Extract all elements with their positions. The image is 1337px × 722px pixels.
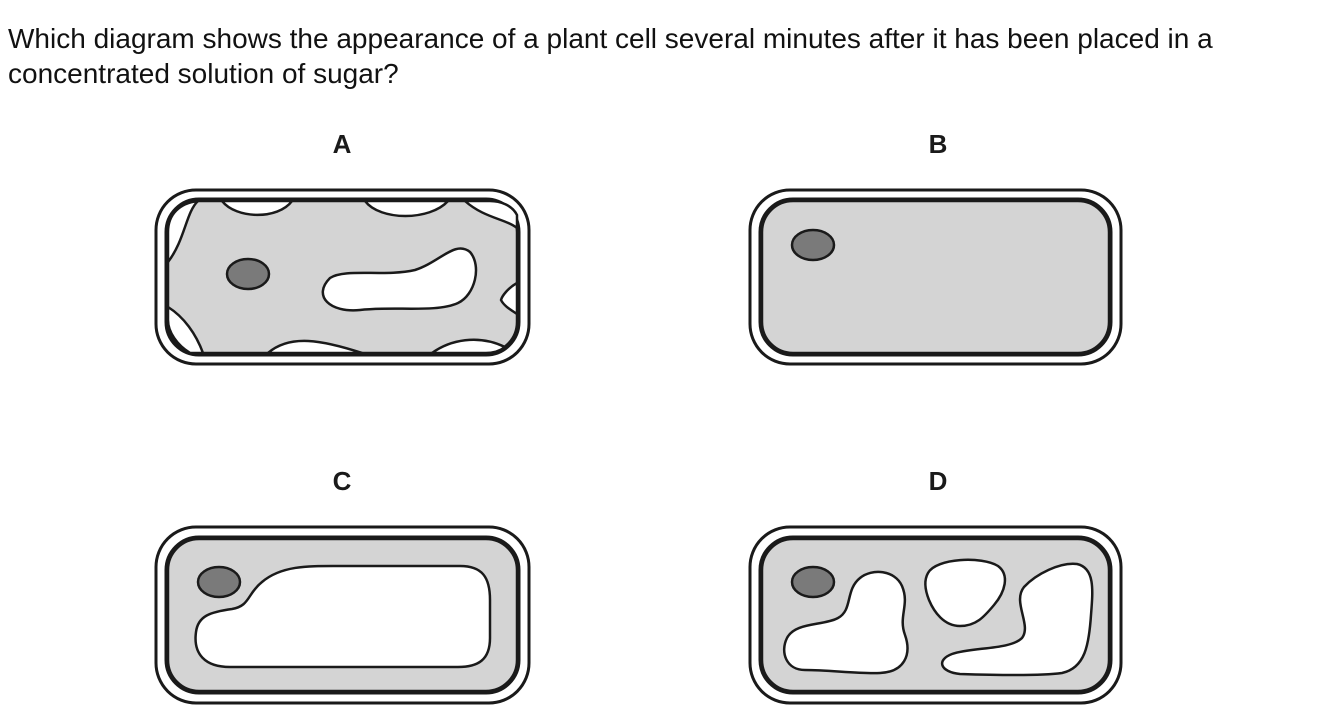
cell-b-cytoplasm xyxy=(760,199,1111,355)
cell-a-vacuole-bottom-left xyxy=(166,304,205,355)
cell-a-vacuole-top-mid xyxy=(362,199,451,218)
question-line-1: Which diagram shows the appearance of a … xyxy=(8,23,1213,54)
cell-b-wall-inner xyxy=(758,197,1113,357)
cell-a-nucleus xyxy=(225,257,271,291)
cell-d-nucleus xyxy=(790,565,836,599)
cell-c-wall-inner xyxy=(164,535,521,695)
option-a-label[interactable]: A xyxy=(332,129,352,159)
cell-a-vacuole-bottom-right xyxy=(428,338,508,355)
cell-d-vacuole-middle xyxy=(924,558,1007,628)
cell-a-vacuole-bottom-mid xyxy=(264,339,363,355)
question-text: Which diagram shows the appearance of a … xyxy=(8,21,1333,91)
cell-a-vacuole-top-left xyxy=(219,199,295,217)
cell-c-nucleus xyxy=(196,565,242,599)
option-c-label[interactable]: C xyxy=(332,466,352,496)
cell-a-wall-inner xyxy=(164,197,521,357)
cell-d-vacuole-right xyxy=(940,562,1094,677)
cell-d-vacuole-left xyxy=(782,570,909,675)
cell-b-diagram[interactable] xyxy=(748,188,1123,366)
cell-a-vacuole-central xyxy=(321,247,478,312)
option-b-label[interactable]: B xyxy=(928,129,948,159)
cell-d-wall-inner xyxy=(758,535,1113,695)
cell-a-vacuole-left xyxy=(166,199,202,266)
cell-c-vacuole xyxy=(194,564,492,669)
cell-a-vacuole-top-right xyxy=(461,199,519,231)
option-d-label[interactable]: D xyxy=(928,466,948,496)
cell-b-nucleus xyxy=(790,228,836,262)
cell-a-vacuole-right xyxy=(499,280,519,317)
cell-a-diagram[interactable] xyxy=(154,188,531,366)
question-line-2: concentrated solution of sugar? xyxy=(8,58,399,89)
cell-c-diagram[interactable] xyxy=(154,525,531,705)
cell-d-diagram[interactable] xyxy=(748,525,1123,705)
